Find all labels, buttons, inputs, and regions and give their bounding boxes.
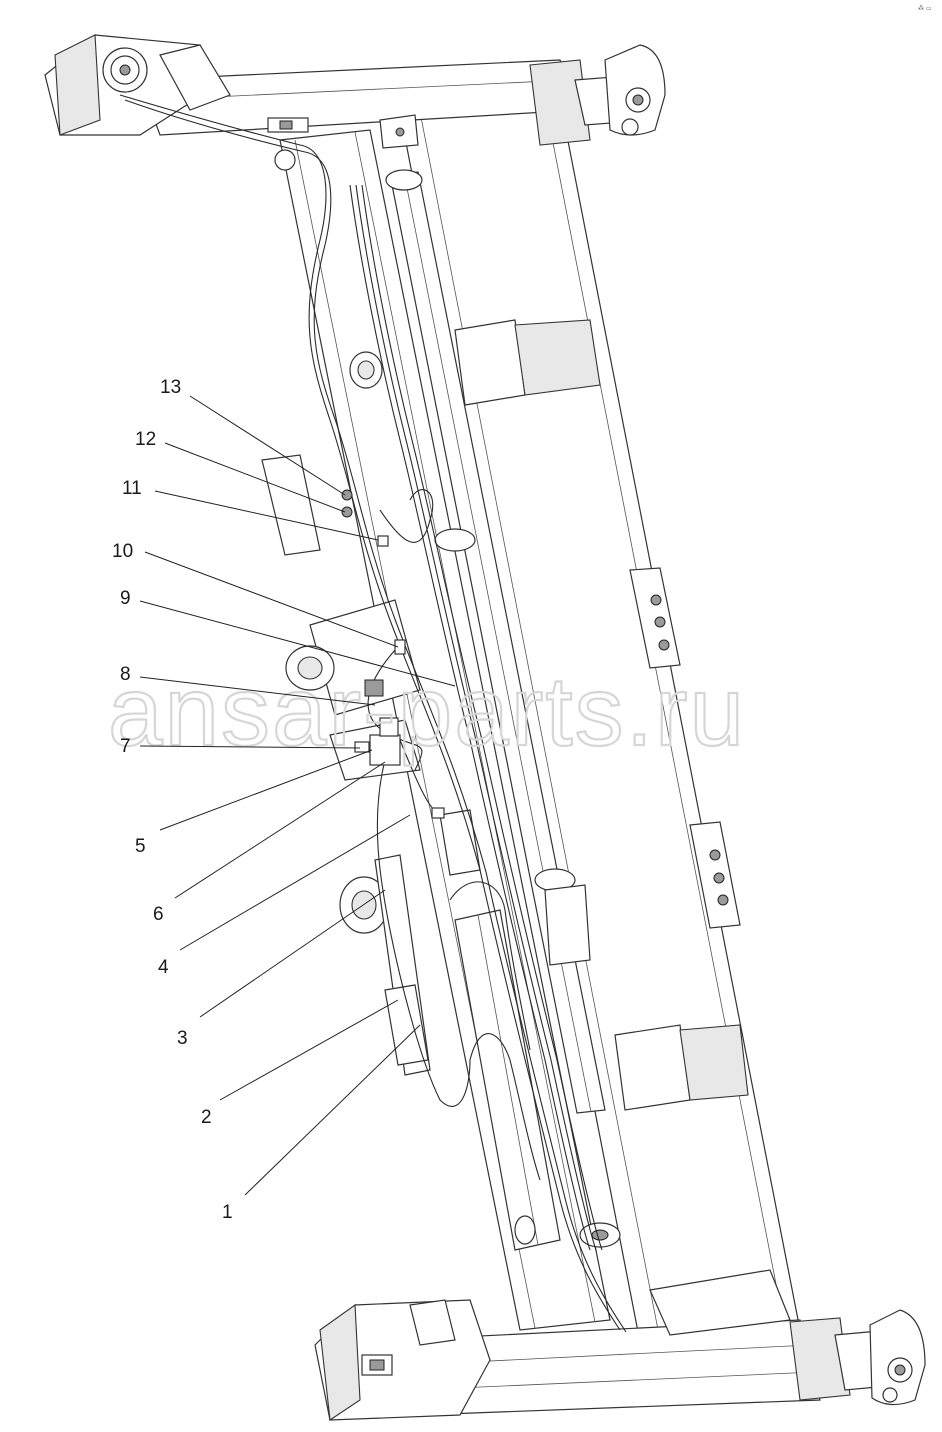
leader-3 <box>199 889 386 1018</box>
leader-6 <box>174 761 386 899</box>
bottom-right-block <box>789 1317 851 1401</box>
leader-5 <box>159 749 373 831</box>
hose-bundle <box>119 94 627 1333</box>
hydraulic-cylinder <box>385 169 621 1248</box>
callout-4: 4 <box>158 957 169 978</box>
callout-6: 6 <box>153 904 164 925</box>
callout-2: 2 <box>201 1107 212 1128</box>
callout-5: 5 <box>135 836 146 857</box>
valve-block <box>341 489 445 819</box>
callout-9: 9 <box>120 588 131 609</box>
bottom-left-end-box <box>314 1299 491 1421</box>
leader-2 <box>219 999 399 1101</box>
top-right-mount <box>604 44 666 136</box>
corner-mark: ⁂ ▭ <box>918 5 932 12</box>
right-bracket-upper <box>629 567 681 669</box>
watermark: ansar-parts.ru <box>108 656 746 766</box>
rail-end-box <box>649 1269 791 1336</box>
callout-12: 12 <box>135 429 156 450</box>
main-rail-left <box>279 129 611 1331</box>
callout-1: 1 <box>222 1202 233 1223</box>
leader-4 <box>179 814 411 951</box>
callout-11: 11 <box>122 478 142 499</box>
leader-9 <box>139 600 456 687</box>
right-bracket-lower <box>689 821 741 929</box>
leader-13 <box>189 395 346 496</box>
leader-1 <box>244 1024 421 1196</box>
callout-13: 13 <box>160 377 181 398</box>
top-left-end-box <box>44 34 309 136</box>
leader-10 <box>144 551 399 648</box>
callout-10: 10 <box>112 541 133 562</box>
callout-8: 8 <box>120 664 131 685</box>
bottom-right-mount <box>869 1309 926 1406</box>
rail-clamp-lower <box>614 1024 691 1111</box>
leader-11 <box>154 490 379 541</box>
lower-cylinder <box>454 909 561 1251</box>
rail-clamp-upper <box>454 319 526 406</box>
callouts: 13 12 11 10 9 8 7 5 6 4 3 2 1 <box>112 377 456 1223</box>
leader-12 <box>164 442 346 513</box>
frame-assembly <box>44 34 926 1421</box>
leader-8 <box>139 676 376 706</box>
callout-7: 7 <box>120 736 131 757</box>
leader-7 <box>139 745 361 749</box>
callout-3: 3 <box>177 1028 188 1049</box>
